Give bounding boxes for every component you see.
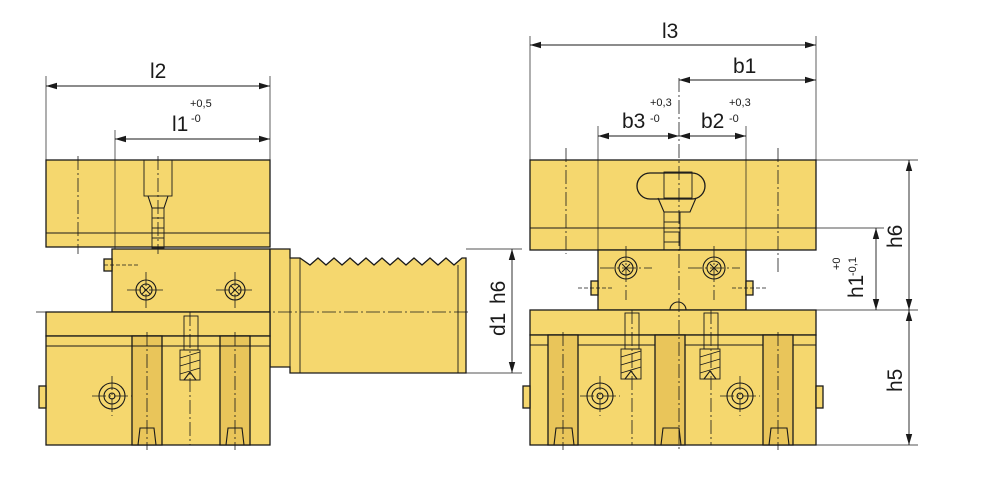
dim-b1: b1 (733, 55, 756, 78)
dim-h1: h1 (845, 275, 868, 298)
front-top-block (529, 159, 817, 251)
tool-shank (269, 248, 467, 374)
dim-h1-tol-lower: -0,1 (847, 257, 859, 276)
dim-h5: h5 (884, 369, 907, 392)
dim-b3-tol-upper: +0,3 (650, 97, 672, 109)
side-center-body (111, 248, 271, 313)
dim-b2-tol-upper: +0,3 (729, 97, 751, 109)
side-view: l2 l1 +0,5 -0 d1 h6 (36, 60, 522, 450)
dim-l2: l2 (150, 60, 166, 83)
dim-l1-tol-lower: -0 (191, 113, 201, 125)
dim-h6: h6 (884, 225, 907, 248)
dim-l1-tol-upper: +0,5 (190, 98, 212, 110)
dim-l3: l3 (662, 20, 678, 43)
front-view: l3 b1 b3 +0,3 -0 b2 +0,3 -0 h6 h1 +0 -0,… (522, 20, 918, 450)
dim-b3-tol-lower: -0 (650, 113, 660, 125)
dim-b2-tol-lower: -0 (729, 113, 739, 125)
front-slot (636, 172, 706, 200)
dim-b2: b2 (701, 110, 724, 133)
dim-h1-tol-upper: +0 (831, 257, 843, 270)
dim-b3: b3 (622, 110, 645, 133)
front-base-plate (529, 309, 817, 336)
dim-l1: l1 (172, 113, 188, 136)
side-base-plate (45, 311, 271, 337)
dim-d1-fit: h6 (487, 281, 510, 304)
dim-d1: d1 (487, 313, 510, 336)
